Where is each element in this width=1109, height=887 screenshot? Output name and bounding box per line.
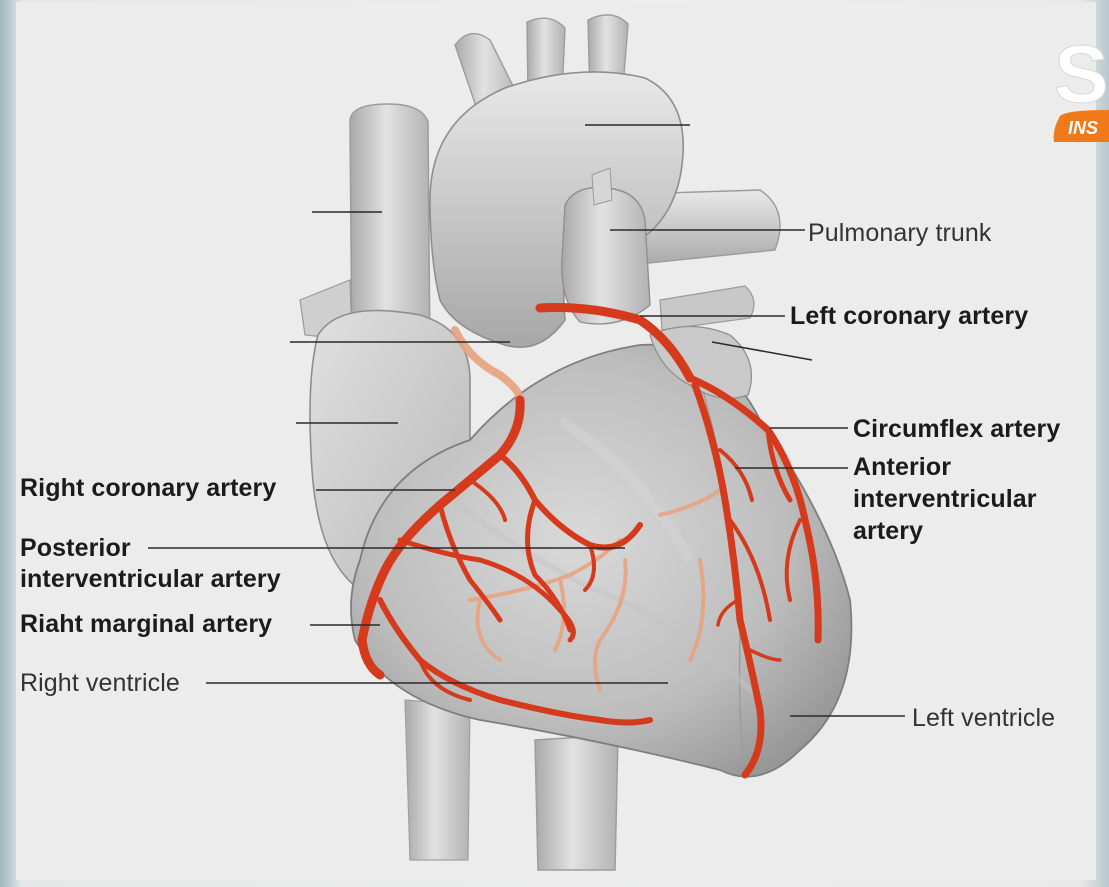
label-right-marginal-artery: Riaht marginal artery xyxy=(20,609,272,639)
label-anterior-interventricular-line-3: artery xyxy=(853,516,923,546)
label-left-ventricle: Left ventricle xyxy=(912,703,1055,733)
label-posterior-interventricular-line-1: Posterior xyxy=(20,533,131,563)
label-pulmonary-trunk: Pulmonary trunk xyxy=(808,218,992,248)
label-anterior-interventricular-line-2: interventricular xyxy=(853,484,1037,514)
label-circumflex-artery: Circumflex artery xyxy=(853,414,1060,444)
label-right-ventricle: Right ventricle xyxy=(20,668,180,698)
logo-letter: S xyxy=(1054,30,1109,120)
logo-text: INS xyxy=(1068,118,1098,138)
label-left-coronary-artery: Left coronary artery xyxy=(790,301,1028,331)
label-anterior-interventricular-line-1: Anterior xyxy=(853,452,951,482)
brand-logo: S INS xyxy=(1052,30,1109,150)
label-right-coronary-artery: Right coronary artery xyxy=(20,473,276,503)
label-posterior-interventricular-line-2: interventricular artery xyxy=(20,564,281,594)
